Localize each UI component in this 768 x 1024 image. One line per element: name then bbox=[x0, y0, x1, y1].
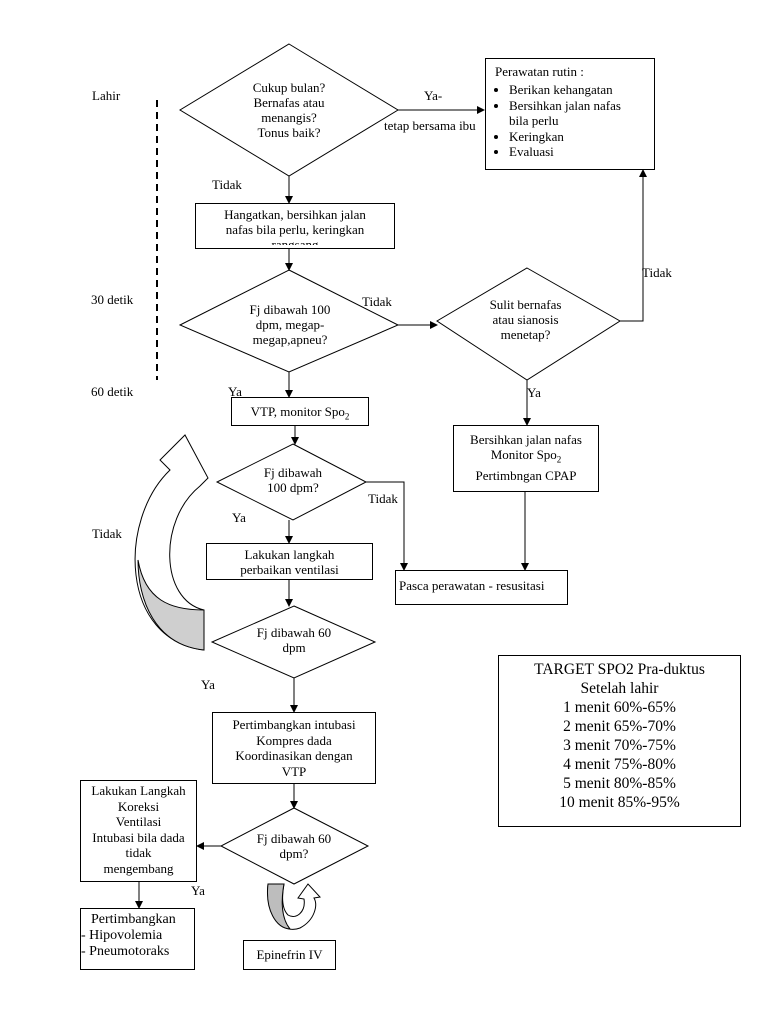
d3-line: Sulit bernafas bbox=[489, 297, 562, 312]
intubasi-line: VTP bbox=[281, 763, 307, 779]
d1-line: Bernafas atau bbox=[253, 95, 325, 110]
timeline-60-detik: 60 detik bbox=[91, 384, 134, 399]
label-ya-4: Ya bbox=[201, 677, 215, 692]
box-pertimbangkan-intubasi: Pertimbangkan intubasi Kompres dada Koor… bbox=[212, 712, 376, 784]
bersihkan-monitor: Monitor Spo bbox=[490, 447, 557, 462]
koreksi-line: Intubasi bila dada bbox=[92, 829, 185, 845]
label-tidak-left: Tidak bbox=[92, 526, 122, 541]
lakukan-line: perbaikan ventilasi bbox=[240, 562, 339, 577]
label-tidak-2: Tidak bbox=[362, 294, 392, 309]
diamond-fj-60-b bbox=[219, 807, 370, 885]
rutin-item-text-cont: bila perlu bbox=[509, 113, 559, 128]
box-epinefrin-iv: Epinefrin IV bbox=[243, 940, 336, 970]
arrow-d3-to-rutin bbox=[620, 169, 647, 322]
target-line: 5 menit 80%-85% bbox=[563, 775, 676, 792]
bersihkan-sub: 2 bbox=[556, 454, 562, 465]
koreksi-line: mengembang bbox=[103, 860, 174, 876]
d6-text: Fj dibawah 60 dpm? bbox=[244, 831, 344, 861]
bersihkan-line: Monitor Spo2 bbox=[454, 447, 598, 468]
diamond-fj-100 bbox=[215, 443, 368, 521]
vtp-sub: 2 bbox=[344, 411, 350, 422]
loop-arrow-large bbox=[134, 434, 209, 651]
d1-line: Tonus baik? bbox=[257, 125, 321, 140]
d1-text: Cukup bulan? Bernafas atau menangis? Ton… bbox=[229, 80, 349, 140]
rutin-title: Perawatan rutin : bbox=[495, 64, 584, 79]
d6-line: Fj dibawah 60 bbox=[256, 831, 332, 846]
hangat-line: Hangatkan, bersihkan jalan bbox=[224, 207, 366, 222]
box-pertimbangkan-hipovolemia: Pertimbangkan - Hipovolemia - Pneumotora… bbox=[80, 908, 195, 970]
label-ya-2: Ya bbox=[527, 385, 541, 400]
target-line: 2 menit 65%-70% bbox=[563, 718, 676, 735]
vtp-text: VTP, monitor Spo bbox=[250, 404, 345, 419]
intubasi-line: Koordinasikan dengan bbox=[235, 748, 353, 763]
label-tidak-3: Tidak bbox=[642, 265, 672, 280]
d5-line: Fj dibawah 60 bbox=[256, 625, 332, 640]
hipo-line: Pertimbangkan bbox=[91, 912, 176, 927]
box-bersihkan: Bersihkan jalan nafas Monitor Spo2 Perti… bbox=[453, 425, 599, 492]
box-target-spo2: TARGET SPO2 Pra-duktus Setelah lahir 1 m… bbox=[498, 655, 741, 827]
box-pasca-perawatan: Pasca perawatan - resusitasi bbox=[395, 570, 568, 605]
bersihkan-line: Bersihkan jalan nafas bbox=[470, 432, 582, 447]
d5-line: dpm bbox=[282, 640, 306, 655]
target-line: 4 menit 75%-80% bbox=[563, 756, 676, 773]
target-line: 10 menit 85%-95% bbox=[559, 794, 680, 811]
label-ya-3: Ya bbox=[232, 510, 246, 525]
target-line: TARGET SPO2 Pra-duktus bbox=[534, 661, 705, 678]
hangat-line-cut: rangsang bbox=[271, 237, 319, 245]
label-ya-5: Ya bbox=[191, 883, 205, 898]
bersihkan-line: Pertimbngan CPAP bbox=[475, 467, 577, 483]
timeline-lahir: Lahir bbox=[92, 88, 121, 103]
koreksi-line: Ventilasi bbox=[115, 814, 162, 829]
koreksi-line: Lakukan Langkah bbox=[91, 783, 186, 798]
d2-line: Fj dibawah 100 bbox=[249, 302, 331, 317]
box-perawatan-rutin: Perawatan rutin : Berikan kehangatan Ber… bbox=[485, 58, 655, 170]
d2-line: dpm, megap- bbox=[255, 317, 325, 332]
timeline-30-detik: 30 detik bbox=[91, 292, 134, 307]
d2-text: Fj dibawah 100 dpm, megap- megap,apneu? bbox=[230, 302, 350, 347]
d5-text: Fj dibawah 60 dpm bbox=[244, 625, 344, 655]
koreksi-line: tidak bbox=[125, 845, 152, 860]
intubasi-line: Kompres dada bbox=[256, 732, 332, 748]
d2-line: megap,apneu? bbox=[252, 332, 328, 347]
target-line: Setelah lahir bbox=[580, 680, 659, 697]
target-line: 3 menit 70%-75% bbox=[563, 737, 676, 754]
rutin-item: Keringkan bbox=[509, 129, 654, 145]
label-ya-1: Ya bbox=[228, 384, 242, 399]
intubasi-line: Pertimbangkan intubasi bbox=[232, 717, 356, 732]
d6-line: dpm? bbox=[279, 846, 309, 861]
koreksi-line: Koreksi bbox=[117, 798, 160, 814]
loop-arrow-small bbox=[267, 883, 321, 930]
arrow-d4-to-pasca bbox=[366, 481, 408, 571]
d4-line: 100 dpm? bbox=[267, 480, 319, 495]
box-lakukan-langkah: Lakukan langkah perbaikan ventilasi bbox=[206, 543, 373, 580]
d1-line: Cukup bulan? bbox=[252, 80, 326, 95]
d4-line: Fj dibawah bbox=[263, 465, 323, 480]
d1-line: menangis? bbox=[261, 110, 317, 125]
rutin-item: Evaluasi bbox=[509, 144, 654, 160]
hipo-line: - Pneumotoraks bbox=[81, 944, 170, 959]
rutin-item: Berikan kehangatan bbox=[509, 82, 654, 98]
d3-line: atau sianosis bbox=[492, 312, 559, 327]
lakukan-line: Lakukan langkah bbox=[244, 547, 335, 562]
box-koreksi-ventilasi: Lakukan Langkah Koreksi Ventilasi Intuba… bbox=[80, 780, 197, 882]
d4-text: Fj dibawah 100 dpm? bbox=[243, 465, 343, 495]
d3-line: menetap? bbox=[500, 327, 551, 342]
rutin-item-text: Bersihkan jalan nafas bbox=[509, 97, 621, 113]
label-tidak-4: Tidak bbox=[368, 491, 398, 506]
d3-text: Sulit bernafas atau sianosis menetap? bbox=[468, 297, 583, 342]
hangat-line: nafas bila perlu, keringkan bbox=[225, 222, 365, 237]
box-hangatkan: Hangatkan, bersihkan jalan nafas bila pe… bbox=[195, 203, 395, 249]
box-vtp: VTP, monitor Spo2 bbox=[231, 397, 369, 426]
label-tidak-1: Tidak bbox=[212, 177, 242, 192]
label-ya-dash: Ya- bbox=[424, 88, 443, 103]
label-tetap-bersama-ibu: tetap bersama ibu bbox=[384, 118, 476, 133]
hipo-line: - Hipovolemia bbox=[81, 928, 163, 943]
target-line: 1 menit 60%-65% bbox=[563, 699, 676, 716]
